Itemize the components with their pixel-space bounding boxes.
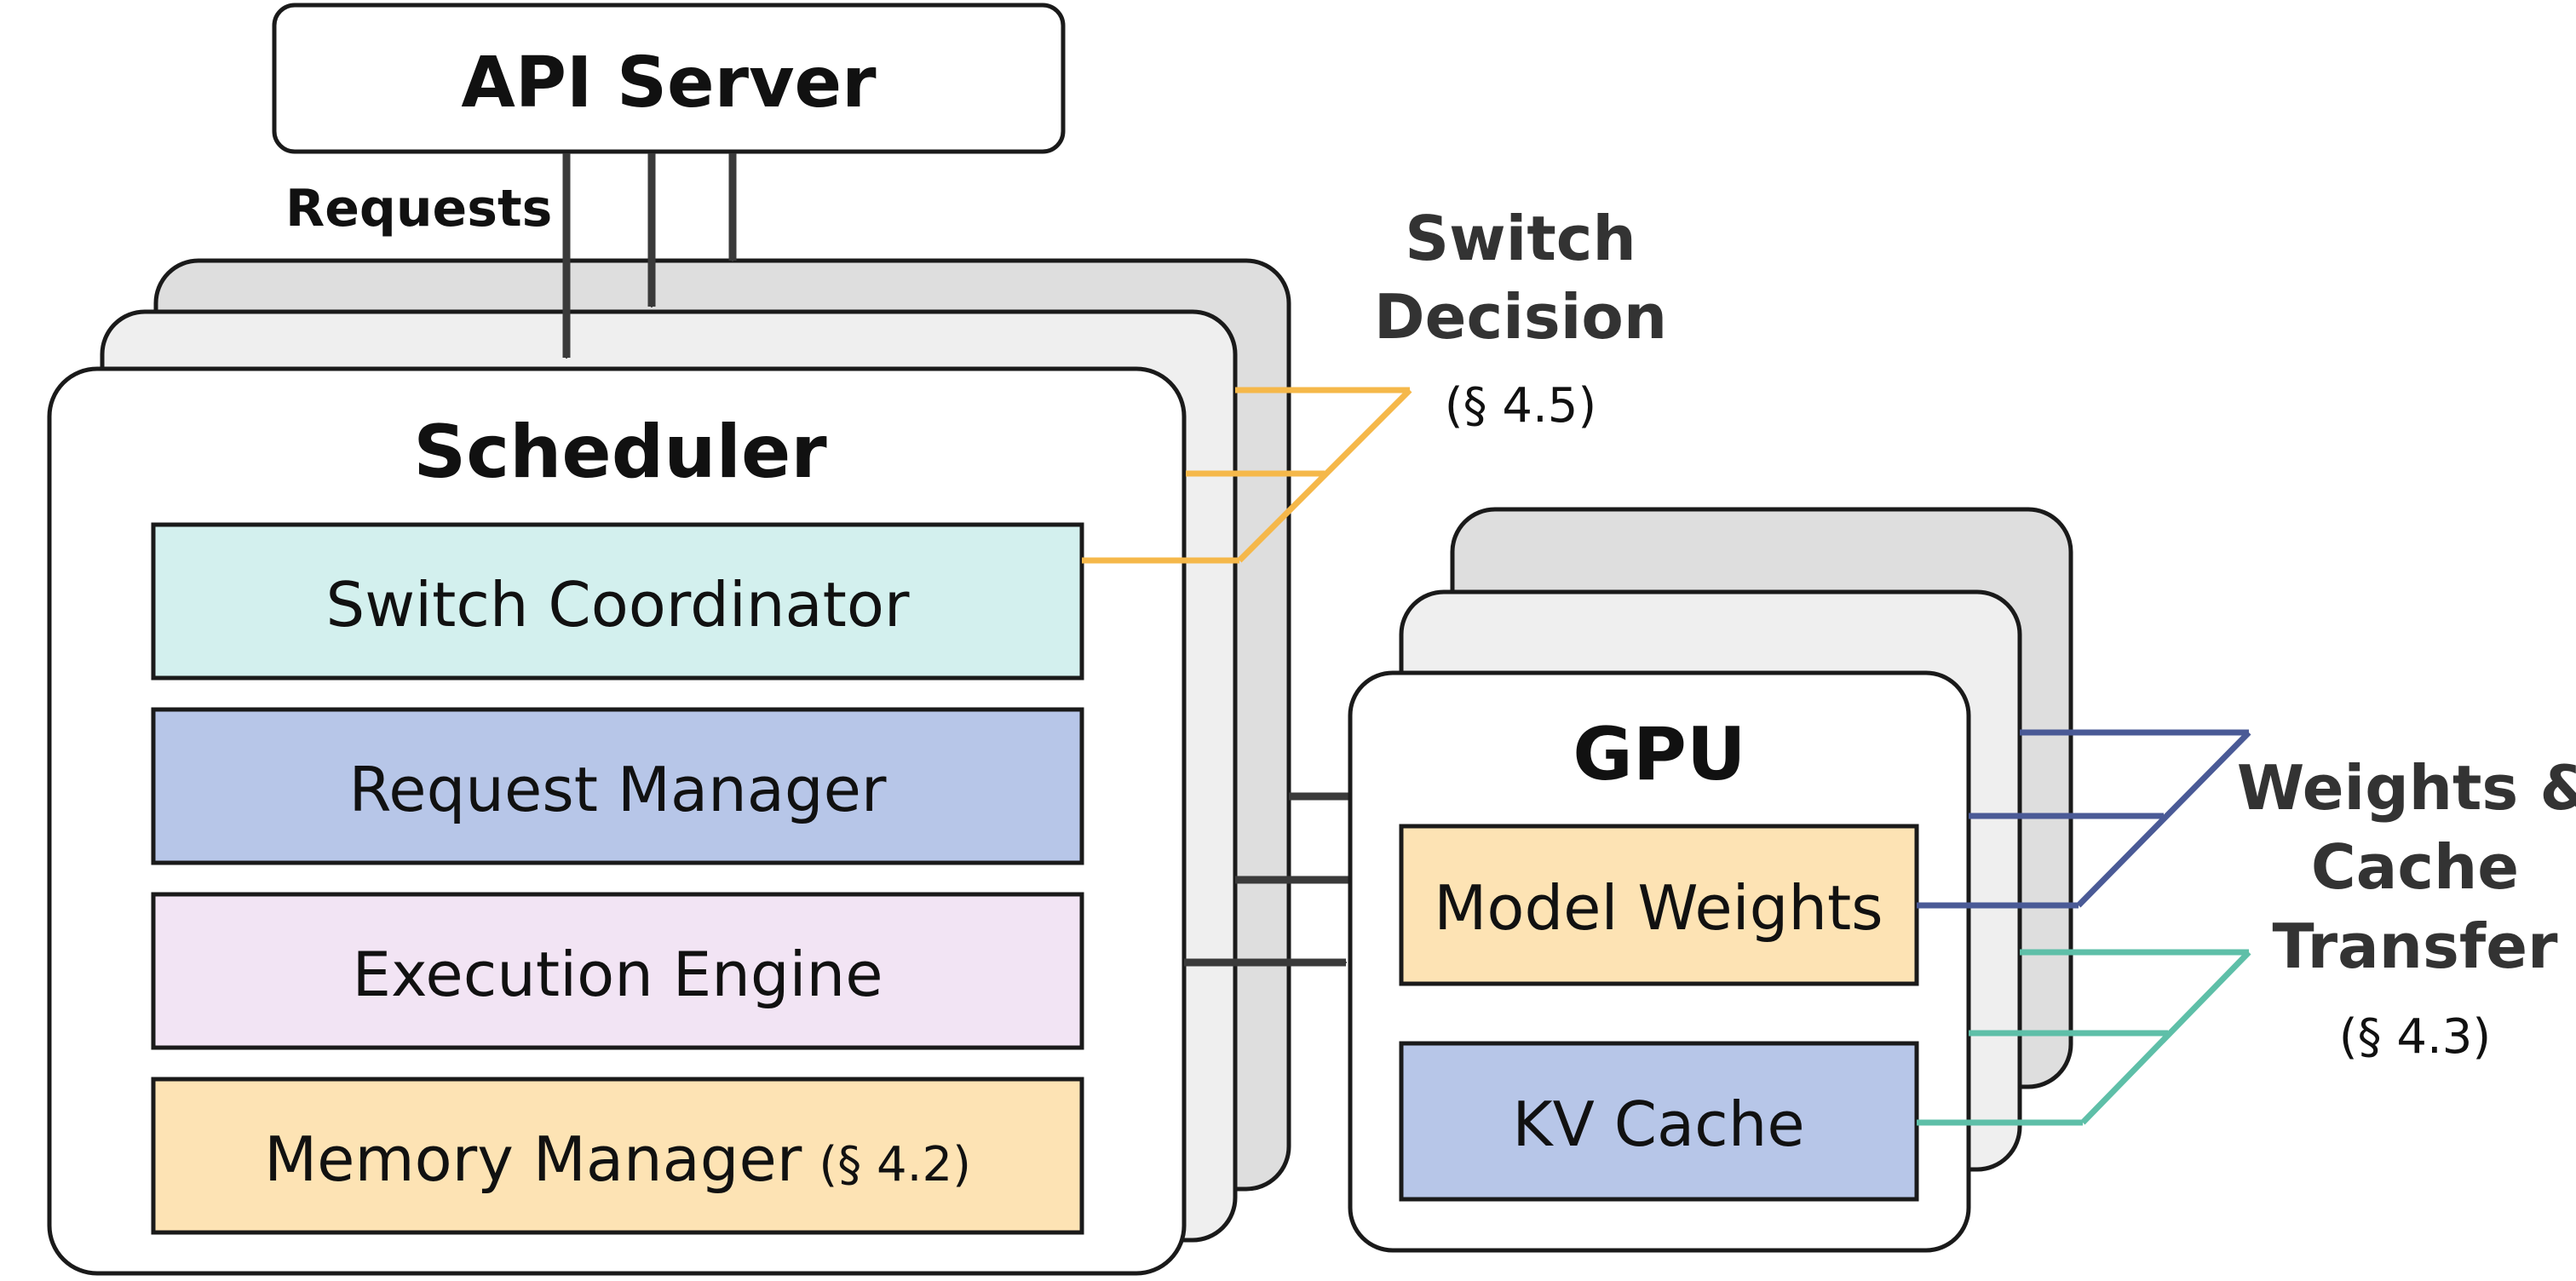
switch-decision-line1: Switch [1405, 203, 1636, 274]
switch-coordinator-label: Switch Coordinator [326, 569, 910, 640]
model-weights-box [1399, 824, 1919, 986]
gpu-title: GPU [1573, 712, 1745, 797]
memory-manager-box [151, 1077, 1084, 1235]
kv-cache-box [1399, 1041, 1919, 1202]
cache-transfer-connector [1917, 949, 2251, 1126]
transfer-line1: Weights & [2237, 752, 2576, 824]
scheduler-title: Scheduler [413, 410, 827, 495]
gpu-component-model-weights: Model Weights [1399, 824, 1919, 986]
memory-manager-label: Memory Manager (§ 4.2) [264, 1123, 971, 1195]
switch-decision-ref: (§ 4.5) [1445, 378, 1597, 434]
cache-transfer-line [2080, 950, 2251, 1125]
gpu-component-kv-cache: KV Cache [1399, 1041, 1919, 1202]
request-manager-box [151, 707, 1084, 865]
weights-transfer-connector [1917, 729, 2251, 909]
kv-cache-label: KV Cache [1512, 1089, 1804, 1160]
api-server-label: API Server [461, 43, 877, 124]
transfer-line2: Cache [2311, 831, 2519, 903]
switch-coordinator-box [151, 522, 1084, 681]
scheduler-component-switch-coordinator: Switch Coordinator [151, 522, 1084, 681]
scheduler-component-request-manager: Request Manager [151, 707, 1084, 865]
api-server-box [272, 3, 1066, 154]
model-weights-label: Model Weights [1434, 872, 1883, 944]
execution-engine-label: Execution Engine [353, 939, 883, 1010]
switch-decision-line2: Decision [1374, 281, 1667, 353]
transfer-ref: (§ 4.3) [2339, 1009, 2492, 1065]
execution-engine-box [151, 892, 1084, 1050]
switch-decision-connector [1082, 387, 1412, 564]
request-manager-label: Request Manager [349, 754, 887, 825]
transfer-line3: Transfer [2272, 910, 2558, 982]
memory-manager-ref: (§ 4.2) [819, 1137, 971, 1192]
scheduler-component-memory-manager: Memory Manager (§ 4.2) [151, 1077, 1084, 1235]
requests-label: Requests [285, 179, 552, 238]
weights-transfer-line [2076, 730, 2251, 908]
memory-manager-name: Memory Manager [264, 1123, 802, 1195]
scheduler-component-execution-engine: Execution Engine [151, 892, 1084, 1050]
switch-decision-line [1237, 388, 1412, 563]
